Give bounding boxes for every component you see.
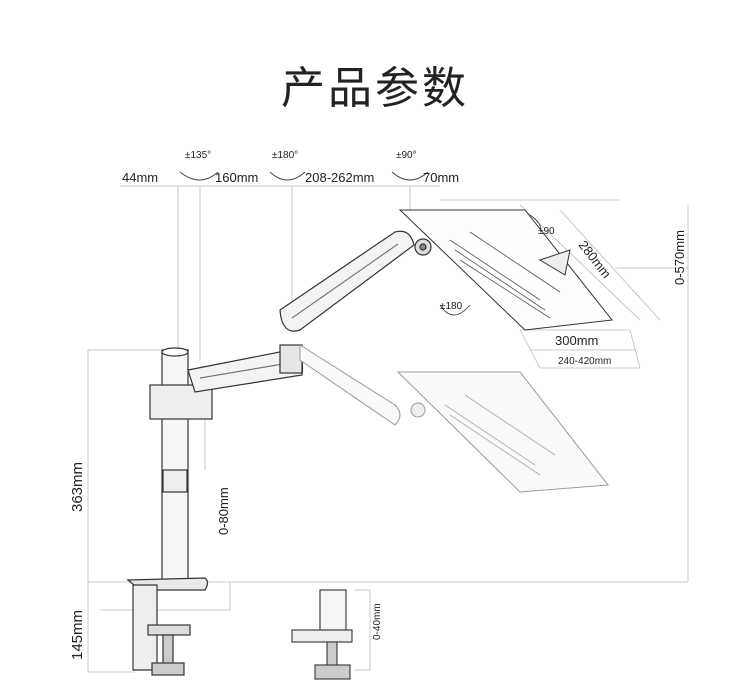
tray-rotate-90-label: ±90 — [538, 226, 555, 237]
height-145-label: 145mm — [69, 610, 86, 660]
pole-assembly — [126, 347, 213, 676]
dim-300-label: 300mm — [555, 333, 598, 348]
tray-rotate-180-label: ±180 — [440, 301, 463, 312]
clamp-screw — [162, 634, 174, 666]
rotate-90-label: ±90° — [396, 150, 417, 161]
rotate-135-arrow-icon — [179, 171, 219, 181]
rotate-180-arrow-icon — [269, 171, 306, 181]
dimension-guides — [87, 185, 689, 673]
clamp-knob — [151, 662, 185, 676]
dim-70-label: 70mm — [423, 170, 459, 185]
lower-arm — [187, 344, 304, 393]
desk-clamp-detail — [291, 589, 353, 680]
laptop-tray-upper — [398, 209, 613, 331]
detail-plate — [291, 629, 353, 643]
rotate-180-tray-arrow-icon — [439, 304, 471, 316]
height-363-label: 363mm — [69, 462, 86, 512]
dim-208-262-label: 208-262mm — [305, 170, 374, 185]
pole-height-clip — [162, 469, 188, 493]
page-title: 产品参数 — [281, 63, 469, 114]
height-0-570-label: 0-570mm — [672, 230, 687, 285]
dim-0-80-label: 0-80mm — [216, 487, 231, 535]
desk-thickness-label: 0-40mm — [372, 603, 383, 640]
upper-arm — [279, 230, 432, 332]
dim-160-label: 160mm — [215, 170, 258, 185]
rotate-180-label: ±180° — [272, 150, 298, 161]
dim-44-label: 44mm — [122, 170, 158, 185]
dim-240-420-label: 240-420mm — [558, 356, 611, 367]
rotate-90-arrow-icon — [391, 171, 429, 181]
detail-pole — [319, 589, 347, 631]
dim-280-label: 280mm — [576, 238, 615, 281]
clamp-screw-plate — [147, 624, 191, 636]
lowered-arm-ghost — [299, 344, 426, 426]
laptop-tray-lower — [396, 371, 609, 493]
rotate-135-label: ±135° — [185, 150, 211, 161]
detail-knob — [314, 664, 351, 680]
detail-screw — [326, 641, 338, 668]
